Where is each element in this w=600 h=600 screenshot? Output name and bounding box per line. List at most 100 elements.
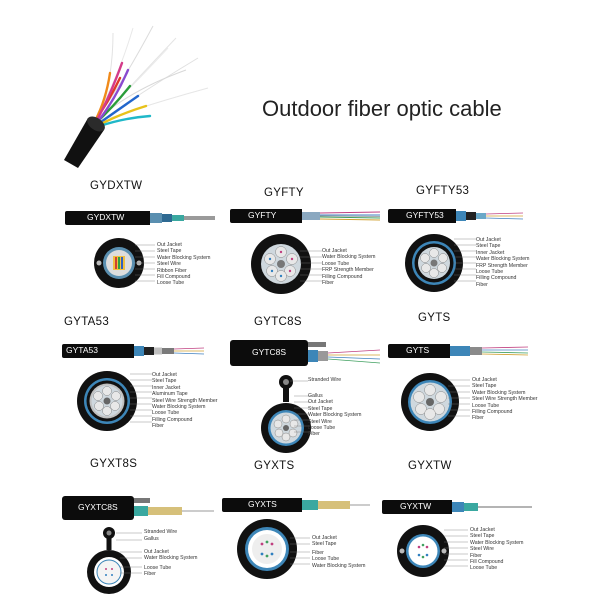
cable-card-gyfty53: GYFTY53 GYFTY53 Out Jacket Steel Tape In… (388, 175, 588, 325)
layer-label: Water Blocking System (322, 254, 376, 261)
jacket-label: GYTA53 (66, 345, 98, 355)
layer-label: Gallus (308, 393, 323, 399)
layer-label: Water Blocking System (144, 555, 198, 562)
cable-cross-section (405, 234, 463, 292)
layer-label: Water Blocking System (308, 412, 362, 419)
layer-label: FRP Strength Member (476, 262, 528, 269)
layer-label: Water Blocking System (472, 389, 526, 396)
layer-label: Loose Tube (157, 280, 185, 287)
layer-label: Loose Tube (476, 269, 504, 276)
layer-label: Gallus (144, 536, 159, 543)
layer-label: Stranded Wire (308, 377, 342, 383)
layer-label: Out Jacket (472, 377, 497, 383)
layer-label: Fiber (470, 552, 482, 559)
cable-cross-section (261, 375, 311, 453)
cable-cross-section (87, 527, 131, 594)
layer-labels: Out Jacket Steel Tape Inner Jacket Alumi… (152, 372, 217, 430)
layer-labels: Gallus Out Jacket Steel Tape Water Block… (308, 393, 361, 438)
layer-label: FRP Strength Member (322, 267, 374, 274)
cable-cross-section (251, 234, 311, 294)
page-title: Outdoor fiber optic cable (262, 96, 502, 121)
layer-labels: Out Jacket Steel Tape Water Blocking Sys… (472, 377, 537, 422)
layer-label: Filling Compound (472, 409, 513, 416)
layer-label: Steel Tape (157, 248, 182, 255)
layer-label: Filling Compound (152, 416, 193, 423)
cable-name: GYFTY53 (416, 185, 470, 197)
layer-label: Fiber (144, 571, 156, 578)
layer-label: Water Blocking System (476, 256, 530, 263)
cable-side-view: GYXTS (222, 498, 370, 512)
layer-label: Steel Tape (472, 383, 497, 390)
jacket-label: GYXTS (248, 499, 277, 509)
layer-label: Inner Jacket (476, 249, 505, 256)
layer-label: Water Blocking System (470, 539, 524, 546)
cable-side-view: GYTA53 (62, 344, 204, 358)
layer-label: Out Jacket (157, 242, 182, 248)
cable-card-gyxt8s: GYXT8S GYXTC8S Stranded Wire Gallus Out … (60, 450, 260, 600)
layer-label: Out Jacket (470, 527, 495, 533)
cable-card-gydxtw: GYDXTW GYDXTW Out Jacket Steel Tape Wate… (55, 175, 255, 325)
layer-label: Fiber (312, 549, 324, 556)
jacket-label: GYXTC8S (78, 502, 118, 512)
layer-label: Ribbon Fiber (157, 267, 187, 274)
layer-label: Loose Tube (472, 402, 500, 409)
layer-label: Out Jacket (322, 248, 347, 254)
cable-card-gyxtw: GYXTW GYXTW Out Jacket Steel Tape Water … (380, 450, 580, 600)
layer-labels: Out Jacket Steel Tape Water Blocking Sys… (157, 242, 210, 287)
jacket-label: GYTC8S (252, 347, 287, 357)
cable-side-view: GYXTC8S (62, 496, 214, 522)
layer-label: Out Jacket (152, 372, 177, 378)
cable-name: GYTC8S (254, 316, 302, 328)
layer-label: Steel Tape (470, 533, 495, 540)
cable-card-gytc8s: GYTC8S GYTC8S Stranded Wire Gallus Out J… (228, 310, 428, 460)
layer-label: Water Blocking System (152, 404, 206, 411)
layer-label: Water Blocking System (312, 562, 366, 569)
cable-name: GYXTW (408, 460, 452, 472)
layer-label: Steel Tape (312, 541, 337, 548)
layer-label: Out Jacket (144, 549, 169, 555)
layer-label: Inner Jacket (152, 384, 181, 391)
layer-labels: Out Jacket Steel Tape Water Blocking Sys… (470, 527, 523, 572)
cable-name: GYXT8S (90, 458, 138, 470)
layer-labels: Out Jacket Steel Tape Inner Jacket Water… (476, 237, 529, 288)
layer-label: Water Blocking System (157, 254, 211, 261)
cable-side-view: GYTC8S (230, 340, 380, 368)
layer-label: Fiber (322, 280, 334, 287)
jacket-label: GYFTY (248, 210, 277, 220)
cable-name: GYXTS (254, 460, 295, 472)
jacket-label: GYFTY53 (406, 210, 444, 220)
layer-label: Filling Compound (322, 273, 363, 280)
cable-card-gyfty: GYFTY GYFTY Out Jacket Water Blocking Sy… (228, 175, 428, 325)
cable-cross-section (94, 238, 144, 288)
jacket-label: GYDXTW (87, 212, 125, 222)
layer-label: Loose Tube (322, 260, 350, 267)
layer-label: Loose Tube (144, 564, 172, 571)
cable-cross-section (401, 373, 459, 431)
layer-label: Steel Tape (476, 243, 501, 250)
fiber-bundle-illustration (64, 25, 209, 168)
layer-label: Aluminum Tape (152, 391, 188, 398)
layer-label: Fiber (476, 281, 488, 288)
layer-label: Steel Wire (157, 261, 181, 268)
layer-label: Fiber (308, 431, 320, 438)
cable-side-view: GYXTW (382, 500, 532, 514)
layer-label: Filling Compound (476, 275, 517, 282)
layer-label: Fill Compound (470, 559, 504, 566)
cable-cross-section (237, 519, 297, 579)
cable-side-view: GYFTY53 (388, 209, 523, 223)
layer-label: Fiber (472, 415, 484, 422)
cable-card-gyts: GYTS GYTS Out Jacket Steel Tape Water Bl… (386, 310, 586, 460)
layer-label: Loose Tube (308, 425, 336, 432)
cable-cross-section (397, 525, 449, 577)
cable-card-gyxts: GYXTS GYXTS Out Jacket Steel Tape Fiber … (220, 450, 420, 600)
layer-labels: Out Jacket Water Blocking System Loose T… (322, 248, 375, 286)
layer-labels-top: Stranded Wire Gallus (144, 529, 177, 543)
cable-name: GYTS (418, 312, 451, 324)
layer-label: Steel Wire (308, 418, 332, 425)
layer-label: Loose Tube (152, 410, 180, 417)
cable-name: GYFTY (264, 187, 304, 199)
cable-side-view: GYFTY (230, 209, 380, 223)
cable-card-gyta53: GYTA53 GYTA53 Out Jacket Steel Tape Inne… (60, 310, 260, 460)
layer-label: Fill Compound (157, 274, 191, 281)
layer-label: Fiber (152, 423, 164, 430)
